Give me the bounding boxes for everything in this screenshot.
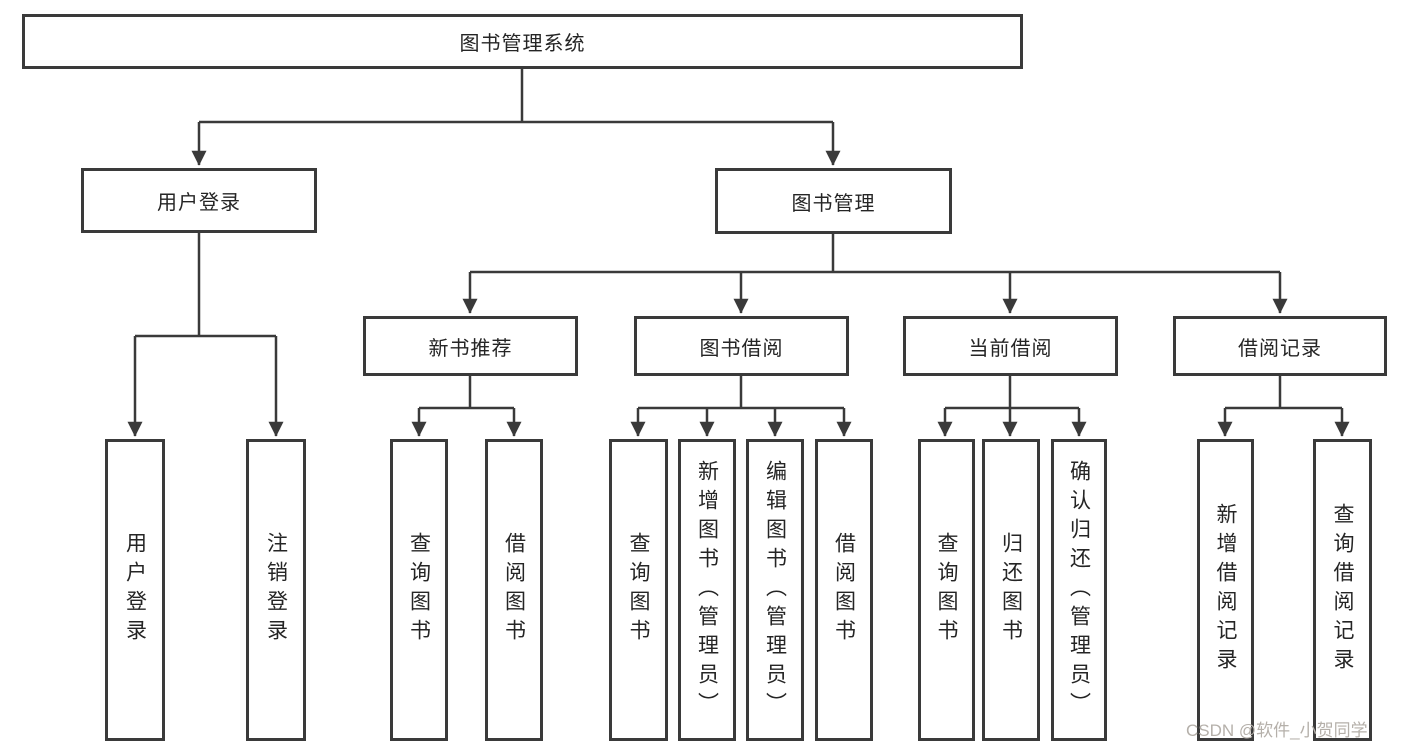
leaf-user-login: 用户登录: [105, 439, 165, 741]
node-user-login-label: 用户登录: [157, 192, 241, 214]
leaf-bb-edit-books-label: 编辑图书（管理员）: [763, 459, 787, 721]
node-book-borrow: 图书借阅: [634, 316, 849, 376]
leaf-bb-add-books: 新增图书（管理员）: [678, 439, 736, 741]
leaf-bb-add-books-label: 新增图书（管理员）: [695, 459, 719, 721]
leaf-nb-query-books: 查询图书: [390, 439, 448, 741]
leaf-bb-borrow-books: 借阅图书: [815, 439, 873, 741]
leaf-cb-query-books-label: 查询图书: [935, 532, 958, 648]
leaf-cb-query-books: 查询图书: [918, 439, 975, 741]
csdn-watermark: CSDN @软件_小贺同学: [1186, 721, 1368, 740]
leaf-nb-borrow-books-label: 借阅图书: [502, 532, 526, 648]
leaf-bb-query-books: 查询图书: [609, 439, 668, 741]
leaf-user-login-label: 用户登录: [123, 532, 147, 648]
node-current-borrow: 当前借阅: [903, 316, 1118, 376]
leaf-bb-query-books-label: 查询图书: [627, 532, 650, 648]
node-current-borrow-label: 当前借阅: [968, 337, 1053, 360]
leaf-bb-edit-books: 编辑图书（管理员）: [746, 439, 804, 741]
node-root-system: 图书管理系统: [22, 14, 1023, 69]
node-new-books-label: 新书推荐: [428, 337, 513, 360]
leaf-nb-query-books-label: 查询图书: [407, 532, 431, 648]
leaf-br-add-record: 新增借阅记录: [1197, 439, 1254, 741]
leaf-nb-borrow-books: 借阅图书: [485, 439, 543, 741]
leaf-cb-confirm-return: 确认归还（管理员）: [1051, 439, 1107, 741]
leaf-br-query-record: 查询借阅记录: [1313, 439, 1372, 741]
node-new-books: 新书推荐: [363, 316, 578, 376]
leaf-br-query-record-label: 查询借阅记录: [1331, 503, 1354, 677]
node-book-mgmt: 图书管理: [715, 168, 952, 234]
leaf-logout: 注销登录: [246, 439, 306, 741]
leaf-cb-return-books-label: 归还图书: [999, 532, 1023, 648]
leaf-logout-label: 注销登录: [264, 532, 288, 648]
leaf-bb-borrow-books-label: 借阅图书: [832, 532, 856, 648]
leaf-br-add-record-label: 新增借阅记录: [1214, 503, 1237, 677]
leaf-cb-confirm-return-label: 确认归还（管理员）: [1067, 459, 1091, 721]
node-book-borrow-label: 图书借阅: [699, 337, 784, 360]
node-borrow-records: 借阅记录: [1173, 316, 1387, 376]
leaf-cb-return-books: 归还图书: [982, 439, 1040, 741]
node-borrow-records-label: 借阅记录: [1238, 337, 1322, 360]
node-root-label: 图书管理系统: [459, 33, 586, 55]
node-user-login: 用户登录: [81, 168, 317, 233]
node-book-mgmt-label: 图书管理: [791, 192, 876, 215]
